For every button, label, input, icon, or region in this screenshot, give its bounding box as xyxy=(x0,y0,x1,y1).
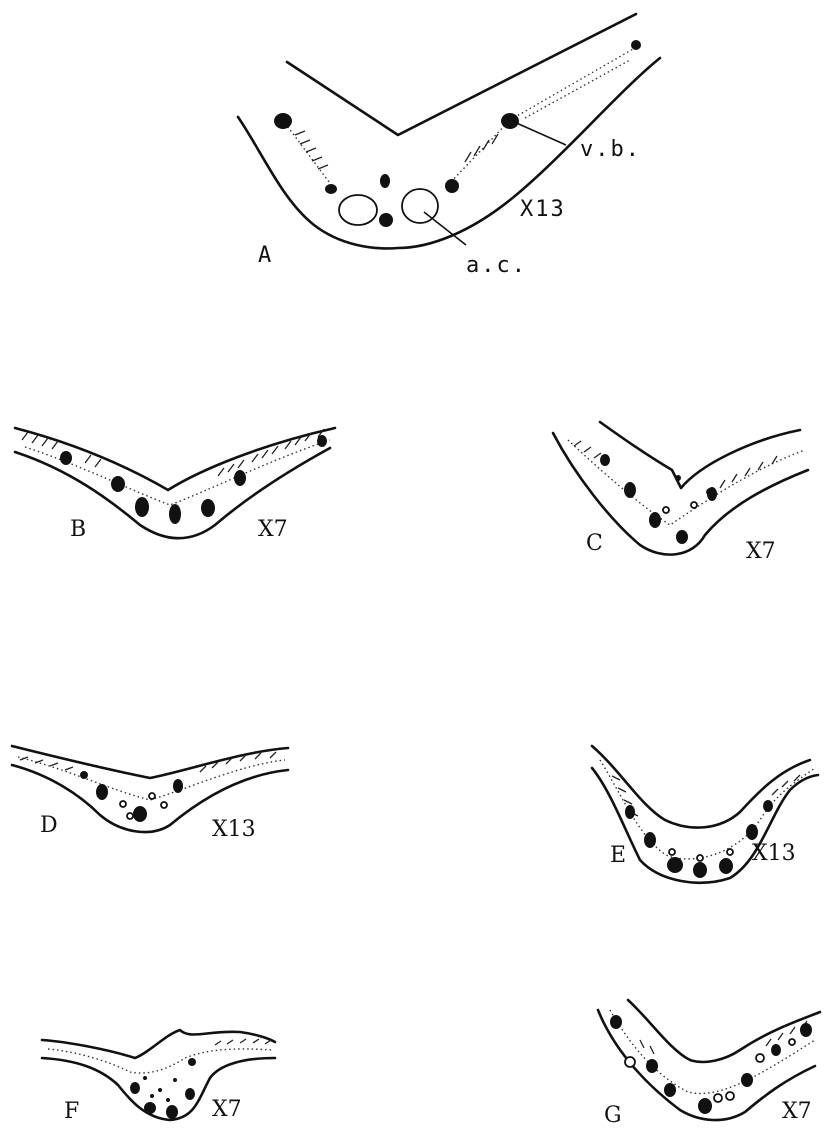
panel-g: G X7 xyxy=(598,1000,820,1128)
vascular-bundle xyxy=(746,824,758,840)
vb-callout-label: v.b. xyxy=(580,137,641,162)
small-air-canal xyxy=(625,1057,635,1067)
panel-a-letter: A xyxy=(258,243,273,268)
panel-a-leaf-outline xyxy=(238,14,660,248)
stipple-dot xyxy=(158,1088,162,1092)
vascular-bundle xyxy=(166,1105,178,1119)
panel-e-letter: E xyxy=(610,843,626,868)
vascular-bundle xyxy=(274,113,292,129)
panel-d-tissue xyxy=(18,752,285,819)
vascular-bundle xyxy=(96,784,108,800)
vascular-bundle xyxy=(130,1082,140,1094)
panel-f: F X7 xyxy=(42,1030,275,1124)
vascular-bundle xyxy=(675,475,681,481)
vascular-bundle xyxy=(325,184,337,194)
vascular-bundle xyxy=(625,805,635,819)
small-air-canal xyxy=(714,1094,722,1102)
small-air-canal xyxy=(691,502,697,508)
small-air-canal xyxy=(663,507,669,513)
vascular-bundle xyxy=(693,862,707,878)
panel-d-letter: D xyxy=(40,813,58,838)
vascular-bundle xyxy=(380,174,390,188)
vascular-bundle xyxy=(631,40,641,50)
vascular-bundle xyxy=(60,451,72,465)
vascular-bundle xyxy=(763,800,773,812)
ac-callout-label: a.c. xyxy=(466,253,527,278)
small-air-canal xyxy=(697,855,703,861)
panel-a-scale: X13 xyxy=(520,197,566,222)
vascular-bundle xyxy=(135,497,149,517)
panel-e: E X13 xyxy=(592,746,818,883)
vascular-bundle xyxy=(676,530,688,544)
panel-a-vascular-bundles xyxy=(274,40,641,227)
vascular-bundle xyxy=(501,113,519,129)
small-air-canal xyxy=(756,1054,764,1062)
vascular-bundle xyxy=(445,179,459,193)
vascular-bundle xyxy=(741,1073,753,1087)
panel-c: C X7 xyxy=(553,422,808,564)
panel-e-scale: X13 xyxy=(752,841,796,866)
stipple-dot xyxy=(173,1078,177,1082)
vascular-bundle xyxy=(667,857,683,873)
panel-a-tissue xyxy=(285,45,640,190)
panel-b-vascular-bundles xyxy=(60,435,327,524)
panel-c-letter: C xyxy=(586,531,603,556)
vascular-bundle xyxy=(379,213,393,227)
vascular-bundle xyxy=(111,476,125,492)
panel-g-scale: X7 xyxy=(782,1099,812,1124)
vascular-bundle xyxy=(133,806,147,822)
stipple-dot xyxy=(166,1098,170,1102)
vascular-bundle xyxy=(234,470,246,486)
panel-f-scale: X7 xyxy=(212,1097,242,1122)
vascular-bundle xyxy=(649,512,661,528)
small-air-canal xyxy=(161,802,167,808)
panel-b-letter: B xyxy=(70,517,86,542)
small-air-canal xyxy=(727,849,733,855)
small-air-canal xyxy=(127,813,133,819)
vascular-bundle xyxy=(707,487,717,501)
vascular-bundle xyxy=(800,1023,812,1037)
small-air-canal xyxy=(149,793,155,799)
ac-leader-line xyxy=(424,212,466,245)
panel-c-scale: X7 xyxy=(746,539,776,564)
small-air-canal xyxy=(789,1039,795,1045)
vascular-bundle xyxy=(719,858,733,874)
panel-f-letter: F xyxy=(64,1099,79,1124)
vascular-bundle xyxy=(600,454,610,466)
vascular-bundle xyxy=(610,1015,622,1029)
panel-b: B X7 xyxy=(15,428,335,542)
panel-f-tissue xyxy=(48,1039,272,1102)
vascular-bundle xyxy=(169,504,181,524)
panel-d: D X13 xyxy=(12,746,288,842)
stipple-dot xyxy=(150,1094,154,1098)
small-air-canal xyxy=(669,849,675,855)
vb-leader-line xyxy=(512,121,566,145)
stipple-dot xyxy=(143,1076,147,1080)
vascular-bundle xyxy=(144,1102,156,1114)
panel-b-scale: X7 xyxy=(258,517,288,542)
panel-f-vascular-bundles xyxy=(130,1058,196,1119)
small-air-canal xyxy=(726,1092,734,1100)
vascular-bundle xyxy=(317,435,327,447)
panel-g-letter: G xyxy=(604,1103,622,1128)
panel-c-vascular-bundles xyxy=(600,454,717,544)
vascular-bundle xyxy=(646,1059,658,1073)
vascular-bundle xyxy=(185,1088,195,1100)
vascular-bundle xyxy=(771,1044,781,1056)
vascular-bundle xyxy=(188,1058,196,1066)
panel-g-tissue xyxy=(610,1010,815,1102)
vascular-bundle xyxy=(201,499,215,517)
panel-d-scale: X13 xyxy=(212,817,256,842)
small-air-canal xyxy=(120,801,126,807)
vascular-bundle xyxy=(664,1083,676,1097)
vascular-bundle xyxy=(173,779,183,793)
air-canal xyxy=(339,195,377,225)
vascular-bundle xyxy=(698,1098,712,1114)
panel-a: v.b. a.c. X13 A xyxy=(238,14,660,278)
vascular-bundle xyxy=(644,832,656,848)
vascular-bundle xyxy=(80,771,88,779)
vascular-bundle xyxy=(624,482,636,498)
